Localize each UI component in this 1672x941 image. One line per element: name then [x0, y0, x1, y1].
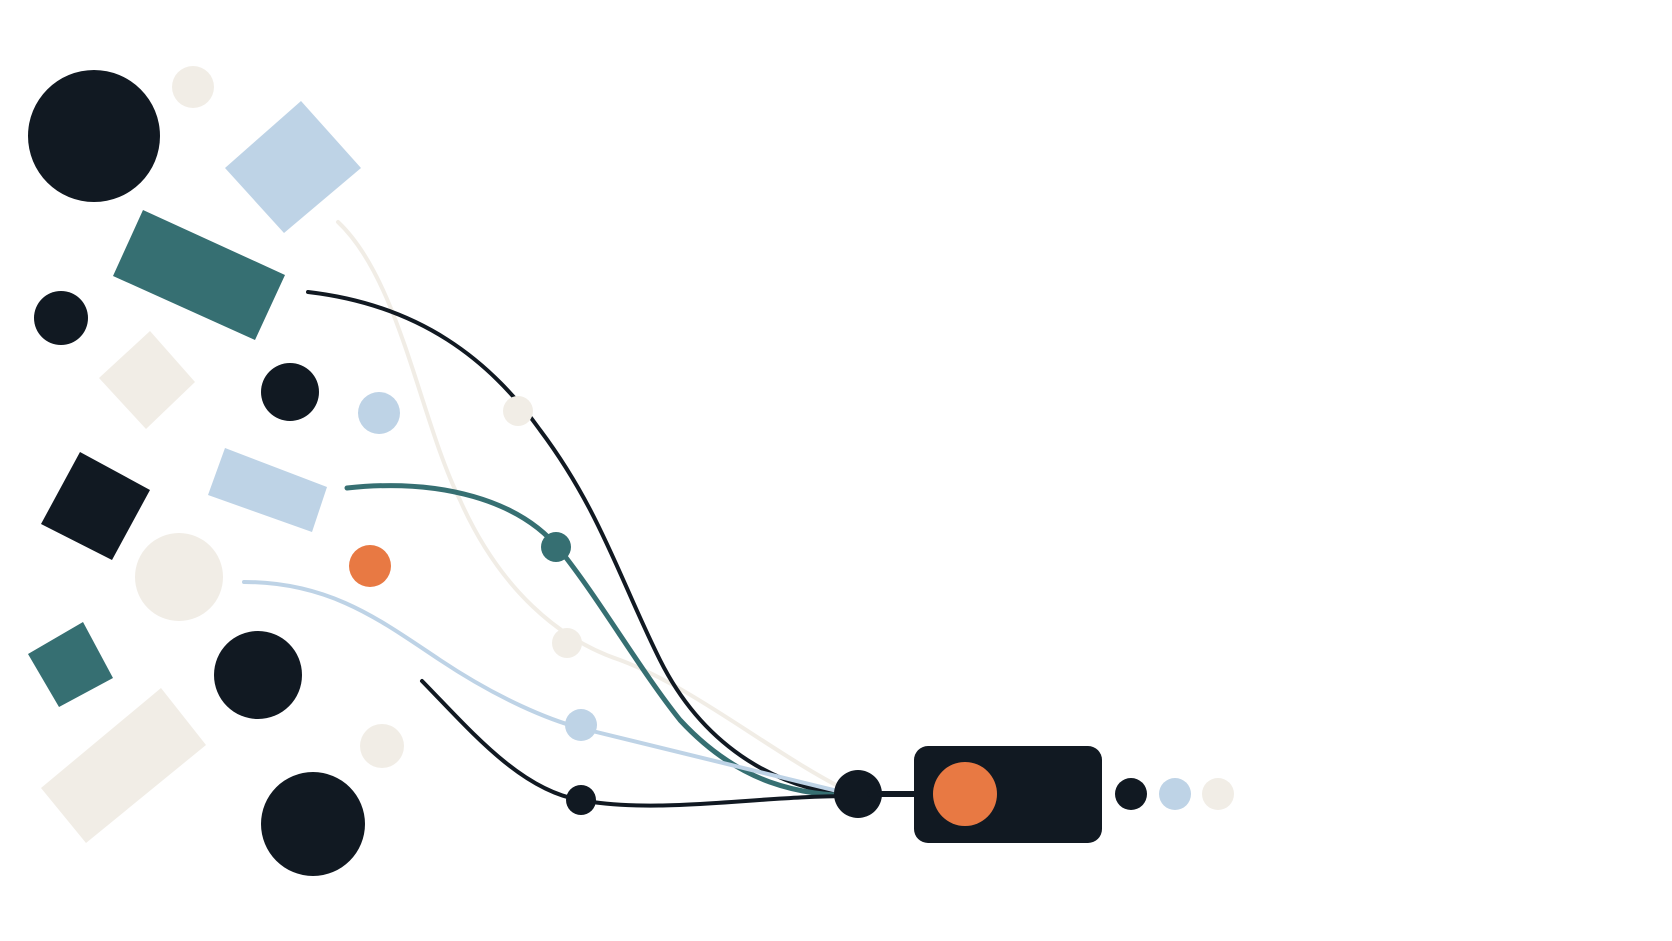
light-blue-connector — [242, 580, 860, 798]
light-blue-diamond — [225, 101, 361, 233]
cream-waypoint-top — [503, 396, 533, 426]
teal-diamond — [28, 622, 113, 707]
teal-rectangle — [113, 210, 285, 340]
navy-circle-medium — [261, 363, 319, 421]
navy-waypoint — [566, 785, 596, 815]
hub-indicator-dot — [933, 762, 997, 826]
output-dot-light-blue — [1159, 778, 1191, 810]
teal-waypoint — [541, 532, 571, 562]
cream-circle — [135, 533, 223, 621]
output-dot-navy — [1115, 778, 1147, 810]
light-blue-waypoint — [565, 709, 597, 741]
cream-dot-small — [172, 66, 214, 108]
cream-dot-2 — [360, 724, 404, 768]
cream-connector — [336, 220, 860, 798]
navy-circle-large-3 — [261, 772, 365, 876]
navy-circle-small — [34, 291, 88, 345]
teal-connector — [344, 483, 861, 799]
navy-connector-top — [306, 290, 860, 798]
light-blue-dot — [358, 392, 400, 434]
navy-circle-large-2 — [214, 631, 302, 719]
output-dot-cream — [1202, 778, 1234, 810]
navy-diamond — [41, 452, 150, 560]
hub-node — [834, 770, 882, 818]
orange-dot — [349, 545, 391, 587]
cream-waypoint-mid — [552, 628, 582, 658]
cream-rectangle — [41, 688, 206, 843]
light-blue-rectangle — [208, 448, 327, 532]
navy-circle-large — [28, 70, 160, 202]
cream-diamond — [99, 331, 195, 429]
